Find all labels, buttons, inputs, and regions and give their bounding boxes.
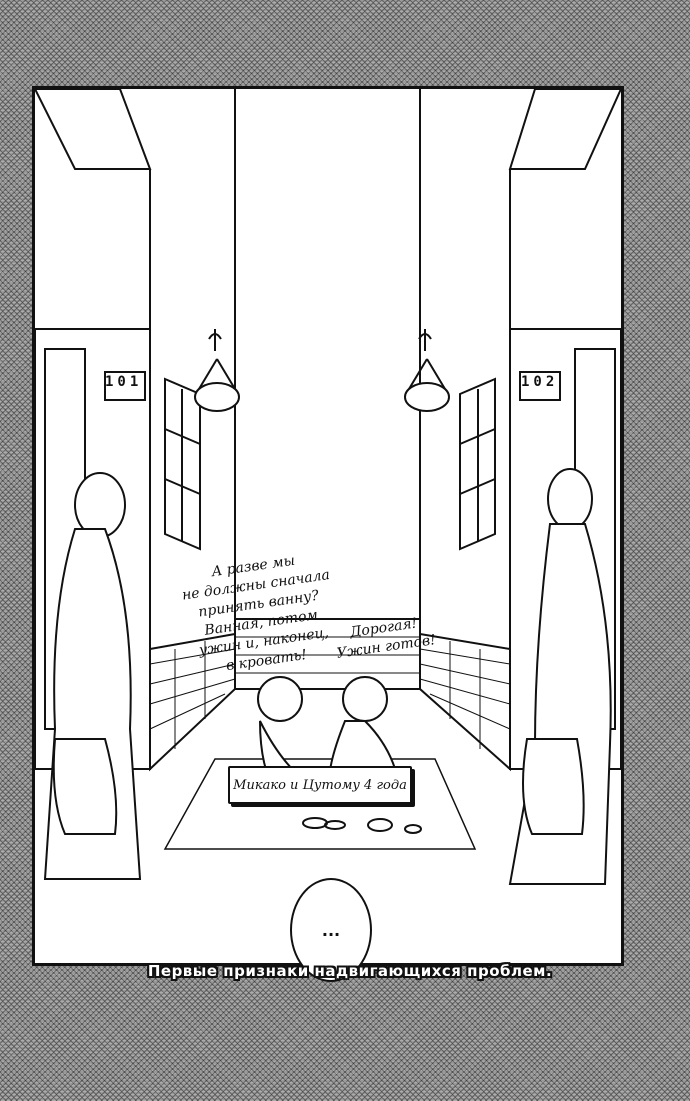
door-number-left: 101 xyxy=(105,374,143,390)
hallway-illustration xyxy=(35,89,621,885)
ellipsis-bubble: ... xyxy=(290,878,372,982)
narration-text: Первые признаки надвигающихся проблем. xyxy=(147,962,553,980)
age-caption: Микако и Цутому 4 года xyxy=(228,766,412,804)
speech-left: А разве мы не должны сначала принять ван… xyxy=(168,546,352,683)
manga-panel: 101 102 А разве мы не должны сначала при… xyxy=(32,86,624,966)
door-number-right: 102 xyxy=(521,374,559,390)
